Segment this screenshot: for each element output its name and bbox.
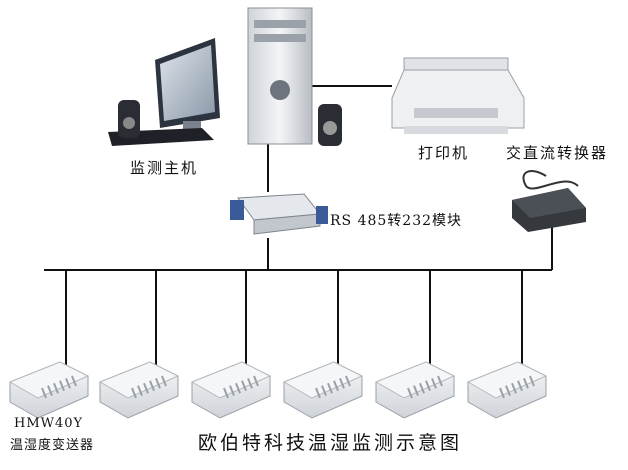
printer-body <box>391 69 525 129</box>
sensor-vent <box>247 378 253 389</box>
sensor-vent <box>315 387 321 399</box>
sensor-vent <box>529 375 535 387</box>
sensor-vent <box>437 375 443 387</box>
printer-base <box>404 126 508 134</box>
left-speaker-cone <box>123 117 135 129</box>
sensor-vent <box>413 385 419 396</box>
module-label: RS 485转232模块 <box>330 213 463 229</box>
paper-tray <box>403 57 509 71</box>
sensor-vent <box>235 382 241 394</box>
sensor-top <box>190 361 272 399</box>
sensor-icon <box>282 361 364 419</box>
right-speaker-cone <box>323 121 337 135</box>
printer-label: 打印机 <box>418 144 470 162</box>
module-side <box>253 213 321 235</box>
power-adapter-icon <box>512 170 586 232</box>
drive-bay <box>254 34 306 42</box>
sensor-icon <box>466 361 548 419</box>
sensor-icon <box>374 361 456 419</box>
host-label: 监测主机 <box>130 159 199 177</box>
sensor-vent <box>431 378 437 389</box>
pc-tower <box>247 7 313 145</box>
sensor-vent <box>223 387 229 399</box>
printer-icon <box>391 57 525 134</box>
sensor-vent <box>345 375 351 387</box>
sensor-vent <box>143 382 149 394</box>
sensor-vent <box>59 380 65 392</box>
sensor-top <box>8 361 90 399</box>
sensor-top <box>466 361 548 399</box>
sensor-label: 温湿度变送器 <box>10 438 95 453</box>
sensor-vent <box>53 382 59 394</box>
sensor-vent <box>511 382 517 394</box>
sensor-icon <box>190 361 272 419</box>
sensor-vent <box>131 387 137 399</box>
adapter-cable <box>522 170 579 190</box>
sensor-top <box>98 361 180 399</box>
sensor-model-label: HMW40Y <box>14 416 84 431</box>
sensor-icon <box>98 361 180 419</box>
connection-lines <box>44 85 553 370</box>
output-slot <box>414 108 498 118</box>
sensor-vent <box>523 378 529 389</box>
rs485-converter-icon <box>230 193 328 235</box>
sensor-vent <box>65 378 71 389</box>
drive-bay <box>254 20 306 28</box>
sensor-vent <box>253 375 259 387</box>
terminal-connector <box>316 206 328 224</box>
diagram-caption: 欧伯特科技温湿监测示意图 <box>198 432 463 454</box>
sensor-top <box>374 361 456 399</box>
sensor-top <box>282 361 364 399</box>
power-button <box>270 80 290 100</box>
sensor-vent <box>517 380 523 392</box>
sensor-vent <box>155 378 161 389</box>
sensor-vent <box>71 375 77 387</box>
sensor-vent <box>161 375 167 387</box>
sensor-group <box>8 361 548 419</box>
sensor-vent <box>425 380 431 392</box>
db9-connector <box>230 200 244 220</box>
monitor-stand <box>183 121 201 131</box>
sensor-vent <box>229 385 235 396</box>
sensor-vent <box>241 380 247 392</box>
sensor-icon <box>8 361 90 419</box>
sensor-vent <box>505 385 511 396</box>
sensor-vent <box>321 385 327 396</box>
sensor-vent <box>137 385 143 396</box>
sensor-vent <box>327 382 333 394</box>
monitor-screen <box>160 45 215 121</box>
sensor-vent <box>149 380 155 392</box>
sensor-vent <box>333 380 339 392</box>
sensor-vent <box>499 387 505 399</box>
sensor-vent <box>419 382 425 394</box>
adapter-label: 交直流转换器 <box>506 144 609 162</box>
sensor-vent <box>339 378 345 389</box>
sensor-vent <box>47 385 53 396</box>
sensor-vent <box>407 387 413 399</box>
adapter-top <box>512 188 586 218</box>
sensor-vent <box>41 387 47 399</box>
desktop-computer-icon <box>108 7 342 146</box>
